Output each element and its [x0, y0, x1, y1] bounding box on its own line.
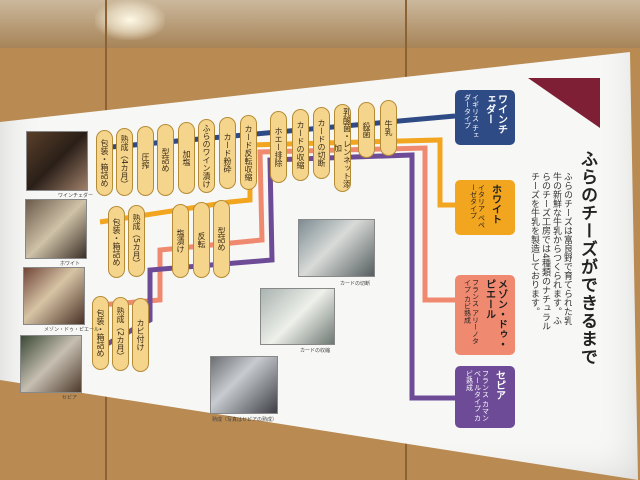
photo-caption: カードの切断 — [340, 281, 371, 287]
step-wine-mold: 型詰め — [157, 124, 174, 196]
step-wine-soak: ふらのワイン漬け — [198, 119, 215, 193]
photo-maison — [23, 267, 85, 325]
photo-curd-shrink — [260, 288, 335, 345]
cheese-type-maison: メゾン・ドゥ・ピエール フランス アリーノタイプ カビ熟成 — [455, 275, 515, 355]
cheese-subtitle: イギリス チェダータイプ — [463, 94, 480, 139]
cheese-type-wine-cheddar: ワインチェダー イギリス チェダータイプ — [455, 90, 515, 145]
step-white-pack: 包装・箱詰め — [108, 206, 125, 278]
cheese-subtitle: イタリア ペペーゼタイプ — [469, 184, 486, 229]
photo-white — [25, 199, 87, 259]
photo-caption: ワインチェダー — [58, 193, 94, 199]
photo-caption: メゾン・ドゥ・ピエール — [44, 327, 100, 333]
photo-sepia — [20, 335, 82, 393]
step-curd-cut: カードの切断 — [313, 107, 330, 179]
photo-caption: セピア — [62, 395, 78, 401]
step-curd-shrink: カードの収縮 — [292, 109, 309, 181]
step-munster-ripen: 熟成（2カ月） — [112, 297, 129, 371]
step-wine-press: 圧搾 — [137, 126, 154, 196]
step-rennet: 乳酸菌・レンネット添加 — [334, 104, 351, 192]
cheese-type-white: ホワイト イタリア ペペーゼタイプ — [455, 180, 515, 235]
step-white-salt: 塩漬け — [172, 204, 189, 278]
cheese-subtitle: フランス アリーノタイプ カビ熟成 — [463, 279, 480, 345]
photo-caption: ホワイト — [60, 261, 81, 267]
step-whey: ホエー排除 — [270, 111, 287, 183]
munster-line — [99, 145, 455, 308]
step-white-mold: 型詰め — [213, 200, 230, 278]
step-sterilize: 殺菌 — [358, 102, 375, 158]
cheese-name: セピア — [493, 370, 505, 400]
step-wine-ripen: 熟成（4カ月） — [116, 128, 133, 196]
step-wine-pack: 包装・箱詰め — [96, 130, 113, 196]
cheese-name: メゾン・ドゥ・ピエール — [483, 279, 507, 349]
photo-wine-cheddar — [26, 131, 88, 191]
intro-text: ふらのチーズは富良野で育てられた乳牛の新鮮な牛乳からつくられます。ふらのチーズ工… — [529, 172, 572, 331]
step-milk: 牛乳 — [380, 100, 397, 156]
photo-caption: 熟成（写真はセピアの熟成） — [212, 417, 278, 423]
step-white-ripen: 熟成（5カ月） — [128, 205, 145, 277]
cheese-type-sepia: セピア フランス カマンベールタイプ カビ熟成 — [455, 366, 515, 428]
cheese-name: ワインチェダー — [483, 94, 507, 134]
page-title: ふらのチーズができるまで — [577, 150, 597, 366]
step-wine-mill: カード粉砕 — [219, 117, 236, 189]
cheese-subtitle: フランス カマンベールタイプ カビ熟成 — [465, 370, 490, 422]
step-wine-flip: カード反転収縮 — [240, 115, 257, 190]
photo-ripening — [210, 356, 278, 414]
sepia-line — [98, 152, 455, 401]
step-white-flip: 反転 — [193, 202, 210, 278]
photo-caption: カードの収縮 — [300, 348, 331, 354]
step-munster-mold: カビ付け — [132, 298, 149, 372]
step-munster-pack: 包装・箱詰め — [92, 296, 109, 370]
step-wine-salt: 加塩 — [178, 122, 195, 194]
cheese-name: ホワイト — [489, 184, 501, 224]
photo-curd-cut — [298, 219, 375, 277]
